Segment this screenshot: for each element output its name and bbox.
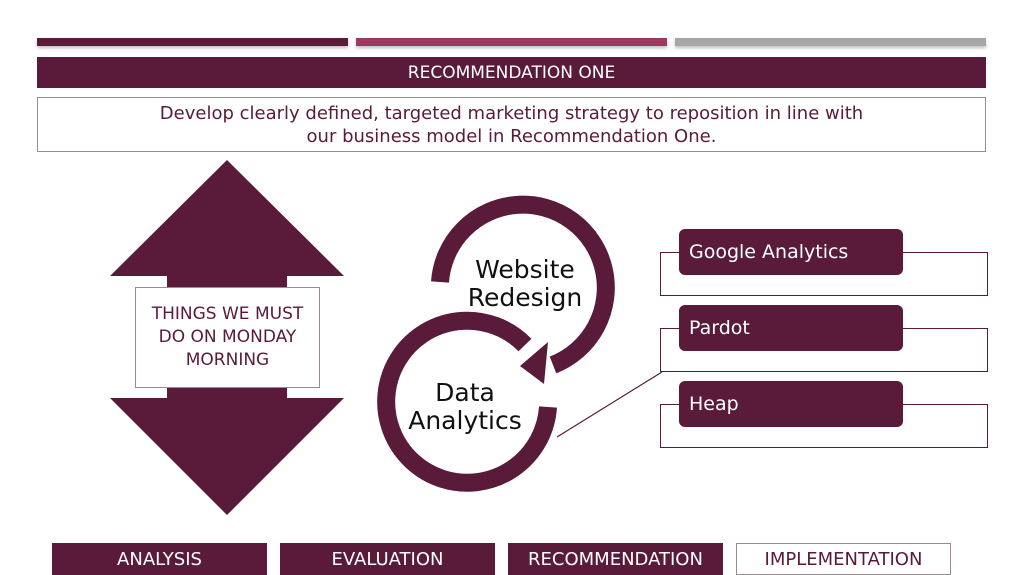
top-bar-dark <box>37 38 348 46</box>
tool-pardot[interactable]: Pardot <box>679 305 903 351</box>
connector-line <box>556 371 663 438</box>
monday-morning-text: THINGS WE MUST DO ON MONDAY MORNING <box>151 304 304 370</box>
stage-evaluation[interactable]: EVALUATION <box>280 543 495 575</box>
stage-recommendation[interactable]: RECOMMENDATION <box>508 543 723 575</box>
tool-label: Heap <box>689 393 739 415</box>
subtitle-box: Develop clearly defined, targeted market… <box>37 97 986 152</box>
top-bar-gray <box>675 38 986 46</box>
tool-google-analytics[interactable]: Google Analytics <box>679 229 903 275</box>
data-analytics-label: Data Analytics <box>408 378 522 435</box>
tool-heap[interactable]: Heap <box>679 381 903 427</box>
data-analytics-ring <box>377 311 557 492</box>
subtitle-text: Develop clearly defined, targeted market… <box>159 102 864 147</box>
ring-arrowhead <box>520 342 548 384</box>
website-redesign-ring <box>431 195 615 374</box>
page-title: RECOMMENDATION ONE <box>37 57 986 88</box>
down-arrow-shape <box>110 385 344 515</box>
up-arrow-shape <box>110 160 344 301</box>
top-bar-accent <box>356 38 667 46</box>
stage-analysis[interactable]: ANALYSIS <box>52 543 267 575</box>
website-redesign-label: Website Redesign <box>467 255 583 312</box>
tool-label: Pardot <box>689 317 750 339</box>
double-arrow <box>110 160 344 515</box>
tool-label: Google Analytics <box>689 241 849 263</box>
stage-implementation[interactable]: IMPLEMENTATION <box>736 543 951 575</box>
page-title-text: RECOMMENDATION ONE <box>407 62 616 83</box>
monday-morning-box: THINGS WE MUST DO ON MONDAY MORNING <box>135 287 320 388</box>
